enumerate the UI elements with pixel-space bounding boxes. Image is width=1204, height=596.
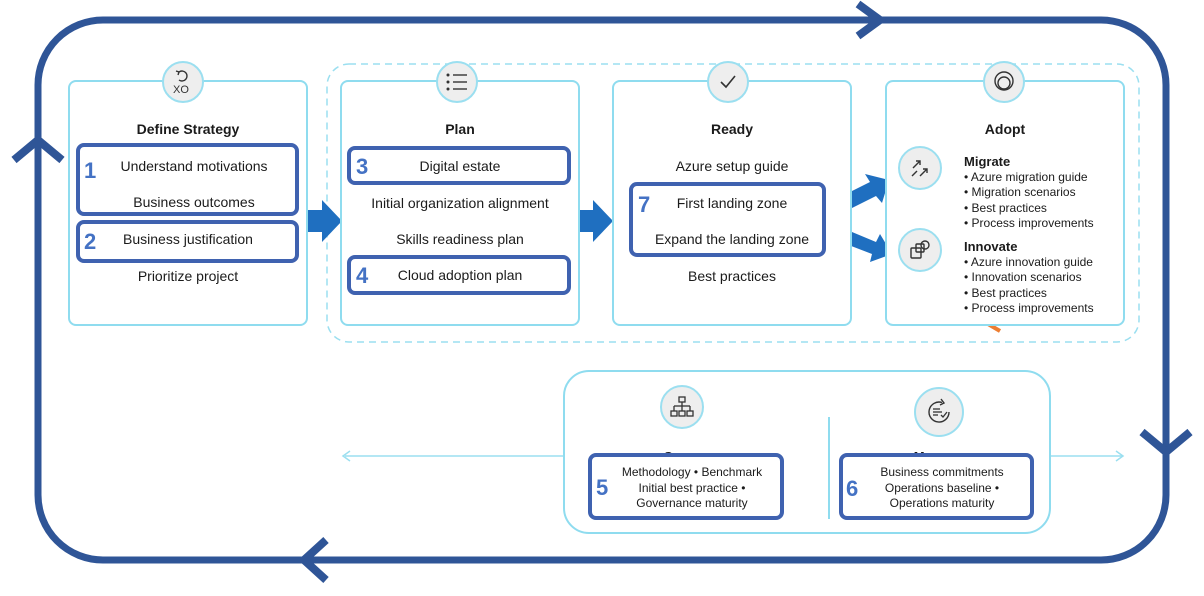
plan-item: Digital estate — [419, 158, 501, 174]
govern-manage-divider — [828, 417, 830, 519]
cycle-chevron-left — [11, 134, 65, 164]
svg-text:XO: XO — [173, 84, 189, 95]
manage-icon — [914, 387, 964, 437]
highlight-box-4 — [347, 255, 571, 295]
plan-card — [340, 80, 580, 326]
highlight-box-6 — [839, 453, 1034, 520]
migrate-item: • Migration scenarios — [964, 185, 1076, 199]
flow-arrow-ready-migrate — [846, 174, 889, 208]
plan-title: Plan — [445, 121, 475, 137]
flow-arrow-strategy-plan — [302, 200, 342, 242]
innovate-icon — [898, 228, 942, 272]
strategy-item: Business justification — [123, 231, 253, 247]
highlight-box-5 — [588, 453, 784, 520]
govern-lines: Methodology • Benchmark Initial best pra… — [604, 465, 780, 512]
ready-item: First landing zone — [676, 195, 788, 211]
highlight-box-2 — [76, 220, 299, 263]
number-2: 2 — [84, 229, 97, 254]
highlight-box-1 — [76, 143, 299, 216]
innovate-item: • Process improvements — [964, 301, 1094, 315]
strategy-card — [68, 80, 308, 326]
adopt-title: Adopt — [984, 121, 1026, 137]
number-4: 4 — [356, 263, 369, 288]
migrate-section: Migrate • Azure migration guide • Migrat… — [964, 154, 1094, 232]
number-6: 6 — [846, 476, 859, 501]
number-3: 3 — [356, 154, 369, 179]
plan-item: Cloud adoption plan — [397, 267, 523, 283]
innovate-item: • Azure innovation guide — [964, 254, 1093, 269]
govern-line: Methodology • Benchmark — [621, 465, 763, 479]
ready-title: Ready — [710, 121, 754, 137]
manage-line: Operations baseline • — [884, 480, 1000, 495]
migrate-title: Migrate — [964, 154, 1011, 169]
cycle-chevron-right — [1139, 428, 1193, 458]
flow-arrow-plan-ready — [573, 200, 613, 242]
adopt-card — [885, 80, 1125, 326]
innovate-item: • Innovation scenarios — [964, 270, 1082, 284]
manage-lines: Business commitments Operations baseline… — [854, 465, 1030, 512]
ready-card — [612, 80, 852, 326]
migrate-icon — [898, 146, 942, 190]
govern-line: Initial best practice • — [638, 480, 746, 495]
flow-arrow-ready-innovate — [846, 232, 892, 262]
outer-cycle-loop — [34, 16, 1170, 564]
strategy-item: Business outcomes — [133, 194, 255, 210]
number-5: 5 — [596, 475, 609, 500]
plan-list-icon — [436, 61, 478, 103]
migrate-item: • Azure migration guide — [964, 169, 1088, 184]
innovate-item: • Best practices — [964, 285, 1047, 300]
manage-line: Operations maturity — [889, 496, 995, 510]
strategy-title: Define Strategy — [136, 121, 240, 137]
plan-item: Skills readiness plan — [396, 231, 524, 247]
highlight-box-7 — [629, 182, 826, 257]
strategy-item: Understand motivations — [120, 158, 268, 174]
govern-hierarchy-icon — [660, 385, 704, 429]
adopt-icon — [983, 61, 1025, 103]
number-1: 1 — [84, 158, 97, 183]
ready-check-icon — [707, 61, 749, 103]
highlight-box-3 — [347, 146, 571, 185]
number-7: 7 — [638, 192, 651, 217]
ready-item: Expand the landing zone — [654, 231, 810, 247]
ready-item: Best practices — [688, 268, 776, 284]
cycle-chevron-bottom — [298, 537, 329, 583]
strategy-icon: XO — [162, 61, 204, 103]
migrate-item: • Process improvements — [964, 216, 1094, 230]
manage-line: Business commitments — [880, 465, 1004, 479]
migrate-item: • Best practices — [964, 200, 1047, 215]
plan-item: Initial organization alignment — [371, 195, 549, 211]
innovate-section: Innovate • Azure innovation guide • Inno… — [964, 239, 1094, 317]
ready-item: Azure setup guide — [675, 158, 789, 174]
cycle-chevron-top — [855, 0, 887, 40]
govern-line: Governance maturity — [636, 496, 748, 510]
strategy-item: Prioritize project — [137, 268, 239, 284]
innovate-title: Innovate — [964, 239, 1018, 254]
